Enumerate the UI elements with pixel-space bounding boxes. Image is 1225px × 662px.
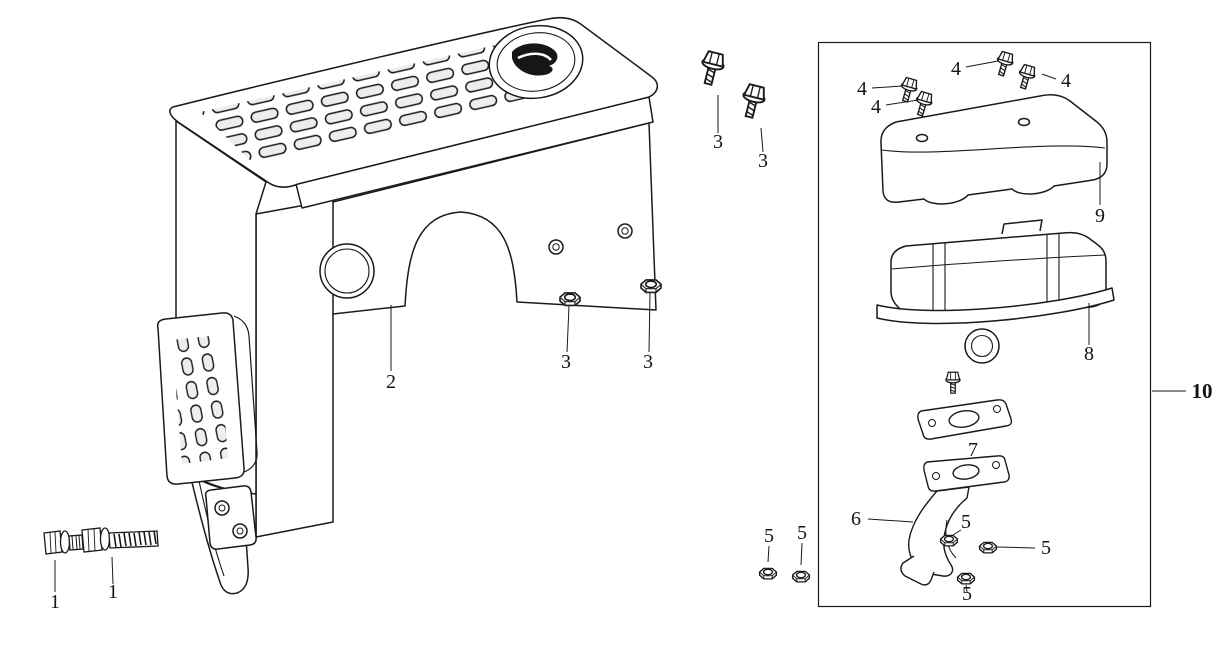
screw-4d (1014, 63, 1038, 92)
callout-3-c: 3 (561, 351, 571, 373)
callout-5-a: 5 (764, 525, 774, 547)
callout-8: 8 (1084, 343, 1094, 365)
callout-9: 9 (1095, 205, 1105, 227)
callout-7: 7 (968, 439, 978, 461)
gasket-part7 (917, 399, 1013, 440)
bracket-pad (204, 485, 257, 550)
callout-2: 2 (386, 371, 396, 393)
shroud-leg (255, 199, 334, 538)
cover-screw-hole (915, 133, 929, 143)
callout-4-c: 4 (951, 58, 961, 80)
assembly-group-box (817, 41, 1152, 608)
callout-3-d: 3 (643, 351, 653, 373)
intake-port-inner (970, 334, 994, 358)
callout-1-a: 1 (50, 591, 60, 613)
callout-labels: 1 1 2 3 3 3 3 4 4 4 4 5 5 5 5 5 6 7 8 9 … (50, 58, 1213, 613)
side-vent-panel (156, 312, 258, 485)
elbow-pipe (908, 486, 970, 577)
elbow-foot (900, 555, 935, 586)
bolt-3b (737, 82, 769, 121)
brand-emblem (488, 24, 584, 100)
nut-5a (758, 567, 778, 580)
nut-3b (640, 279, 662, 294)
bolt-3a (696, 49, 728, 88)
plate-hole-inner (621, 227, 629, 235)
callout-5-c: 5 (961, 511, 971, 533)
housing-screw (945, 371, 961, 394)
callout-3-a: 3 (713, 131, 723, 153)
shroud-opening-inner (324, 248, 370, 294)
callout-5-e: 5 (962, 583, 972, 605)
screw-4b (911, 90, 935, 119)
callout-4-b: 4 (871, 96, 881, 118)
emblem-swoosh (517, 52, 552, 61)
leader-lines (54, 60, 1186, 593)
flange-bolt-1b (81, 527, 159, 553)
intake-elbow-part6 (900, 455, 1010, 586)
flange-bolt-1a (43, 530, 84, 555)
nuts-part5 (758, 534, 998, 585)
louver-grid (200, 44, 552, 166)
side-vent-slots (172, 335, 228, 464)
nut-5b (791, 570, 811, 583)
callout-1-b: 1 (108, 581, 118, 603)
pad-hole-inner (218, 504, 226, 512)
fasteners-left (43, 49, 769, 555)
air-cleaner-housing-part8 (876, 219, 1115, 364)
nut-5d (978, 541, 998, 554)
plate-hole-inner (552, 243, 560, 251)
callout-3-b: 3 (758, 150, 768, 172)
callout-5-b: 5 (797, 522, 807, 544)
screw-4a (896, 76, 920, 105)
housing-strap (932, 233, 1060, 318)
callout-4-d: 4 (1061, 70, 1071, 92)
engine-shroud-assembly (156, 16, 658, 595)
callout-6: 6 (851, 508, 861, 530)
cover-screw-hole (1017, 117, 1031, 127)
emblem-logo (512, 43, 558, 76)
nut-5c (939, 534, 959, 547)
callout-5-d: 5 (1041, 537, 1051, 559)
screw-4c (992, 50, 1016, 79)
nut-3a (559, 292, 581, 307)
pad-hole-inner (236, 527, 244, 535)
callout-10: 10 (1192, 379, 1213, 403)
housing-tray (876, 287, 1115, 325)
housing-clip (1001, 219, 1043, 235)
air-cleaner-cover-part9 (880, 94, 1108, 205)
mounting-plate (304, 122, 657, 315)
callout-4-a: 4 (857, 78, 867, 100)
